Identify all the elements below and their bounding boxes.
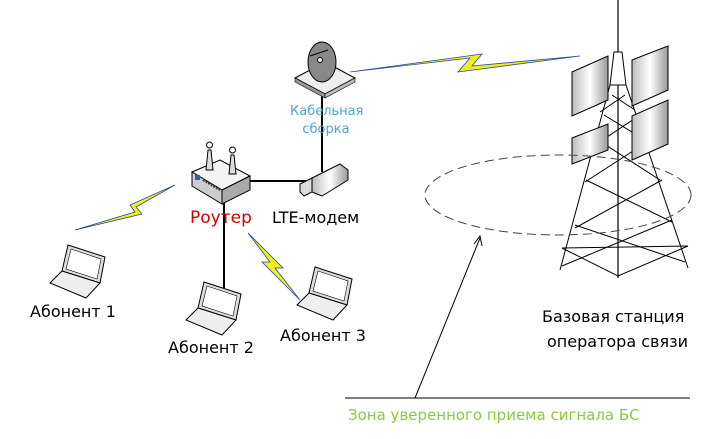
laptop-icon — [296, 266, 353, 321]
modem-label: LTE-модем — [272, 208, 360, 227]
cable-label-line1: Кабельная — [290, 104, 364, 119]
subscriber-2-label: Абонент 2 — [168, 338, 254, 357]
cable-label-line2: сборка — [302, 122, 350, 137]
cell-tower-icon — [559, 0, 689, 278]
station-label-line1: Базовая станция — [542, 307, 685, 326]
subscriber-1-label: Абонент 1 — [30, 302, 116, 321]
subscriber-3-label: Абонент 3 — [280, 326, 366, 345]
satellite-dish-icon — [293, 41, 357, 99]
router-label: Роутер — [190, 208, 252, 228]
station-label-line2: оператора связи — [547, 332, 688, 351]
laptop-icon — [49, 244, 106, 299]
router-icon — [190, 141, 252, 205]
cable-lines — [223, 96, 323, 288]
usb-modem-icon — [299, 163, 349, 197]
zone-pointer — [345, 234, 690, 399]
coverage-zone-ellipse — [424, 154, 692, 236]
cable-assembly-label: Кабельная сборка — [290, 103, 364, 139]
coverage-zone-label: Зона уверенного приема сигнала БС — [348, 406, 640, 424]
wireless-signal-icon — [74, 53, 581, 301]
laptop-icon — [185, 281, 242, 336]
